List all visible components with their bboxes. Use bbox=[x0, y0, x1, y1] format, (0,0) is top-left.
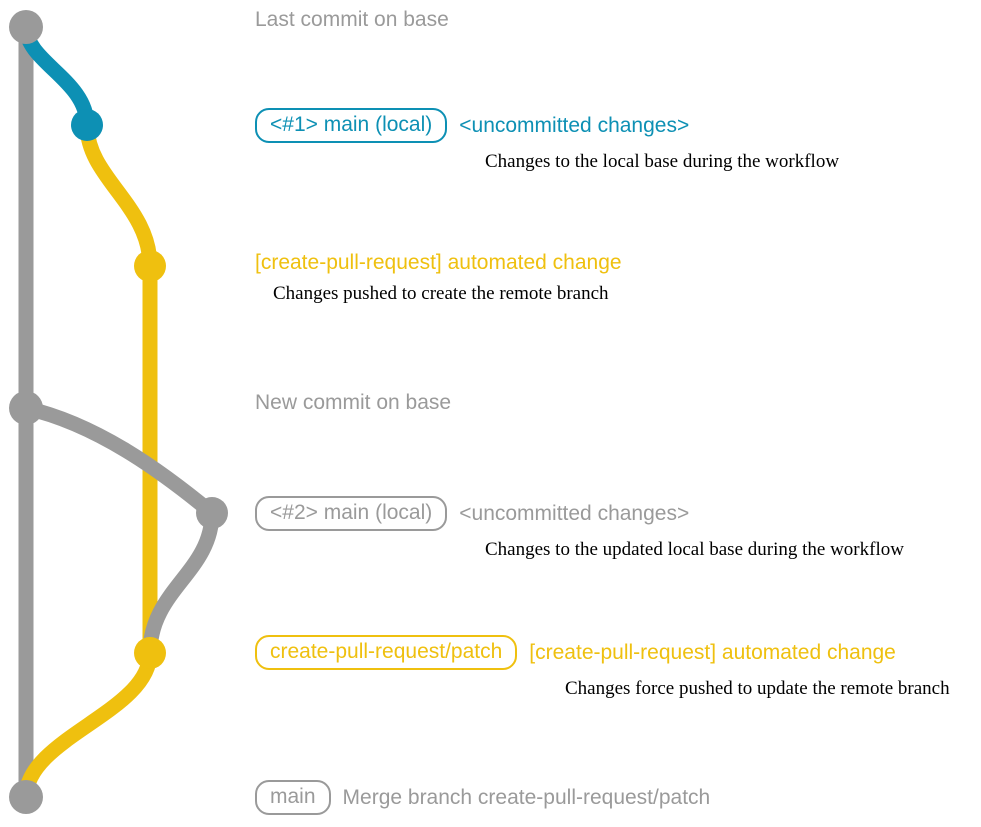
commit-detail: Changes force pushed to update the remot… bbox=[565, 678, 950, 699]
commit-entry-new-commit-on-base: New commit on base bbox=[255, 391, 451, 415]
ref-chip-create-pull-request-patch[interactable]: create-pull-request/patch bbox=[255, 635, 518, 670]
commit-entry-merge-commit: main Merge branch create-pull-request/pa… bbox=[255, 780, 710, 815]
commit-subject: [create-pull-request] automated change bbox=[255, 251, 622, 274]
commit-subject: <uncommitted changes> bbox=[459, 501, 690, 525]
commit-headline: <#2> main (local) <uncommitted changes> bbox=[255, 496, 904, 531]
commit-headline: create-pull-request/patch [create-pull-r… bbox=[255, 635, 950, 670]
commit-subject: Merge branch create-pull-request/patch bbox=[342, 785, 711, 809]
commit-node-base-merge bbox=[9, 780, 43, 814]
commit-detail: Changes pushed to create the remote bran… bbox=[273, 283, 609, 304]
commit-entry-automated-change-1: [create-pull-request] automated change C… bbox=[255, 251, 622, 305]
edge-local-2-to-patch-2 bbox=[142, 505, 220, 661]
commit-node-patch-2 bbox=[134, 637, 166, 669]
commit-subject: Last commit on base bbox=[255, 8, 449, 31]
commit-detail: Changes to the updated local base during… bbox=[485, 539, 904, 560]
commit-entry-automated-change-2: create-pull-request/patch [create-pull-r… bbox=[255, 635, 950, 700]
commit-subject: New commit on base bbox=[255, 391, 452, 414]
edge-base-new-to-local-2 bbox=[18, 400, 220, 521]
commit-headline: main Merge branch create-pull-request/pa… bbox=[255, 780, 710, 815]
edge-patch-2-to-merge bbox=[18, 645, 158, 805]
ref-chip-main[interactable]: main bbox=[255, 780, 331, 815]
ref-chip-main-local-1[interactable]: <#1> main (local) bbox=[255, 108, 448, 143]
commit-node-base-new bbox=[9, 391, 43, 425]
commit-node-patch-1 bbox=[134, 250, 166, 282]
commit-subject: <uncommitted changes> bbox=[459, 113, 690, 137]
commit-entry-local-uncommitted-1: <#1> main (local) <uncommitted changes> … bbox=[255, 108, 839, 173]
commit-node-base-head bbox=[9, 10, 43, 44]
commit-node-local-1 bbox=[71, 109, 103, 141]
commit-node-local-2 bbox=[196, 497, 228, 529]
commit-entry-last-commit-on-base: Last commit on base bbox=[255, 8, 449, 32]
commit-detail: Changes to the local base during the wor… bbox=[485, 151, 840, 172]
commit-headline: <#1> main (local) <uncommitted changes> bbox=[255, 108, 839, 143]
commit-subject: [create-pull-request] automated change bbox=[529, 640, 896, 664]
commit-entry-local-uncommitted-2: <#2> main (local) <uncommitted changes> … bbox=[255, 496, 904, 561]
commit-headline: Last commit on base bbox=[255, 8, 449, 32]
edge-local-1-to-patch-1 bbox=[79, 117, 158, 274]
commit-headline: New commit on base bbox=[255, 391, 451, 415]
commit-headline: [create-pull-request] automated change bbox=[255, 251, 622, 275]
ref-chip-main-local-2[interactable]: <#2> main (local) bbox=[255, 496, 448, 531]
